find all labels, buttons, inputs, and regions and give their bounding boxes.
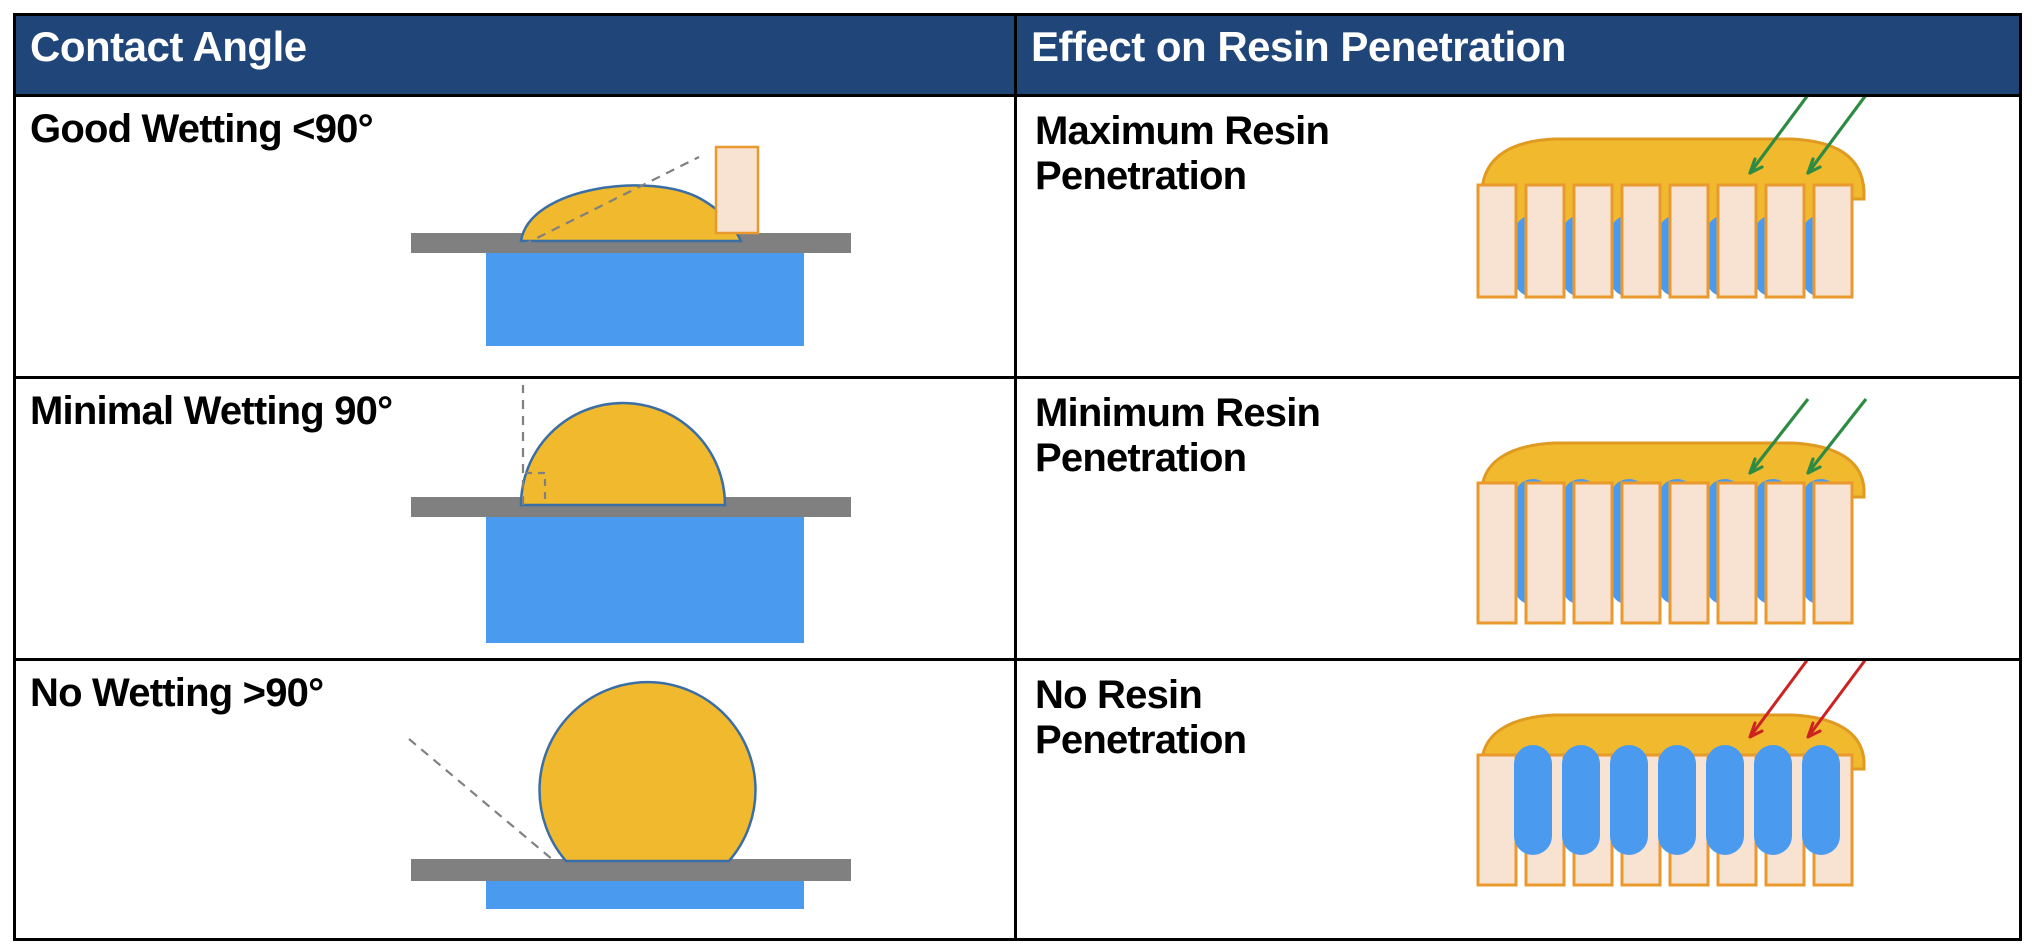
cell-contact-angle-no-wetting: No Wetting >90° xyxy=(13,658,1017,941)
resin-droplet xyxy=(519,401,727,507)
resin-penetration-diagram-minimum xyxy=(1462,398,1882,631)
bulk-material-block xyxy=(486,251,804,346)
droplet-diagram-minimal-wetting xyxy=(411,379,1011,643)
table-row: No Wetting >90° xyxy=(13,658,2022,941)
droplet-diagram-no-wetting xyxy=(408,661,1011,922)
cell-effect-minimal-wetting: Minimum Resin Penetration xyxy=(1014,376,2022,661)
effect-label-line1: No Resin xyxy=(1035,673,1203,717)
effect-label-line2: Penetration xyxy=(1035,717,1247,762)
effect-label-no-wetting: No Resin Penetration xyxy=(1035,673,1247,763)
row-label-no-wetting: No Wetting >90° xyxy=(30,671,324,715)
effect-label-line1: Maximum Resin xyxy=(1035,109,1330,153)
effect-label-line2: Penetration xyxy=(1035,435,1247,480)
effect-label-line1: Minimum Resin xyxy=(1035,391,1321,435)
tangent-dashed-line xyxy=(408,738,560,866)
droplet-diagram-good-wetting xyxy=(411,145,1011,364)
header-cell-contact-angle: Contact Angle xyxy=(13,13,1017,97)
wetting-comparison-table: Contact Angle Effect on Resin Penetratio… xyxy=(13,13,2022,941)
non-infiltrated-blue-channels xyxy=(1514,745,1840,855)
resin-droplet xyxy=(519,184,744,243)
tangent-dashed-line xyxy=(522,156,700,246)
reference-marker-block xyxy=(714,145,760,235)
cell-effect-good-wetting: Maximum Resin Penetration xyxy=(1014,94,2022,379)
cell-contact-angle-good-wetting: Good Wetting <90° xyxy=(13,94,1017,379)
green-arrow-icon-group xyxy=(1748,398,1868,475)
bulk-material-block xyxy=(486,515,804,643)
effect-label-line2: Penetration xyxy=(1035,153,1247,198)
cell-effect-no-wetting: No Resin Penetration xyxy=(1014,658,2022,941)
table-header-row: Contact Angle Effect on Resin Penetratio… xyxy=(13,13,2022,97)
row-label-minimal-wetting: Minimal Wetting 90° xyxy=(30,389,393,433)
table: Contact Angle Effect on Resin Penetratio… xyxy=(13,13,2022,941)
right-angle-marker xyxy=(525,471,547,503)
green-arrow-icon-group xyxy=(1748,97,1867,175)
header-cell-effect: Effect on Resin Penetration xyxy=(1014,13,2022,97)
resin-penetration-diagram-none xyxy=(1462,661,1882,893)
fiber-pillars xyxy=(1476,183,1854,299)
table-row: Good Wetting <90° xyxy=(13,94,2022,379)
red-arrow-icon-group xyxy=(1748,661,1867,739)
effect-label-good-wetting: Maximum Resin Penetration xyxy=(1035,109,1330,199)
resin-penetration-diagram-maximum xyxy=(1462,97,1882,308)
resin-droplet xyxy=(538,680,757,863)
substrate-surface-bar xyxy=(411,859,851,881)
header-label-effect: Effect on Resin Penetration xyxy=(1031,23,1566,70)
fiber-pillars xyxy=(1476,481,1854,625)
cell-contact-angle-minimal-wetting: Minimal Wetting 90° xyxy=(13,376,1017,661)
header-label-contact-angle: Contact Angle xyxy=(30,23,307,70)
table-row: Minimal Wetting 90° xyxy=(13,376,2022,661)
row-label-good-wetting: Good Wetting <90° xyxy=(30,107,374,151)
effect-label-minimal-wetting: Minimum Resin Penetration xyxy=(1035,391,1321,481)
bulk-material-block xyxy=(486,879,804,909)
